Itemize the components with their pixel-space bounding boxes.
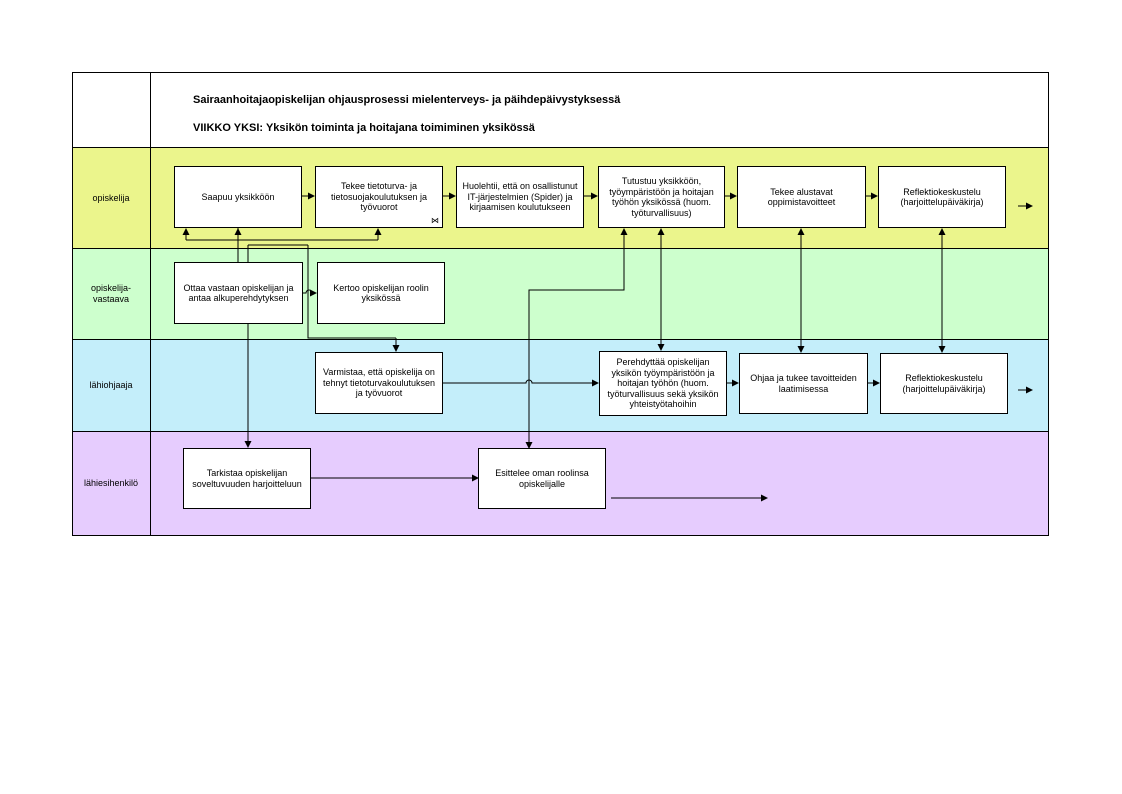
step-ohjaa[interactable]: Ohjaa ja tukee tavoitteiden laatimisessa [739,353,868,414]
step-tekee-alustavat[interactable]: Tekee alustavat oppimistavoitteet [737,166,866,228]
lane-label-lahiesihenkilo: lähiesihenkilö [83,478,139,488]
step-kertoo[interactable]: Kertoo opiskelijan roolin yksikössä [317,262,445,324]
lane-label-lahiohjaaja: lähiohjaaja [89,380,133,390]
lane-label-opiskelija-vastaava: opiskelija- vastaava [90,283,132,304]
step-reflektio-opiskelija[interactable]: Reflektiokeskustelu (harjoittelupäiväkir… [878,166,1006,228]
week-subtitle: VIIKKO YKSI: Yksikön toiminta ja hoitaja… [193,122,535,134]
header-lane [72,72,1049,148]
step-esittelee[interactable]: Esittelee oman roolinsa opiskelijalle [478,448,606,509]
step-huolehtii[interactable]: Huolehtii, että on osallistunut IT-järje… [456,166,584,228]
step-tarkistaa[interactable]: Tarkistaa opiskelijan soveltuvuuden harj… [183,448,311,509]
step-reflektio-lahiohjaaja[interactable]: Reflektiokeskustelu (harjoittelupäiväkir… [880,353,1008,414]
step-perehdyttaa[interactable]: Perehdyttää opiskelijan yksikön työympär… [599,351,727,416]
step-ottaa-vastaan[interactable]: Ottaa vastaan opiskelijan ja antaa alkup… [174,262,303,324]
diagram-title: Sairaanhoitajaopiskelijan ohjausprosessi… [193,94,621,106]
subprocess-icon: ⋈ [431,216,439,225]
lane-label-opiskelija: opiskelija [92,192,130,203]
step-varmistaa[interactable]: Varmistaa, että opiskelija on tehnyt tie… [315,352,443,414]
lane-label-divider [150,72,151,536]
step-tekee-tietoturva-label: Tekee tietoturva- ja tietosuojakoulutuks… [330,181,428,213]
step-tekee-tietoturva[interactable]: Tekee tietoturva- ja tietosuojakoulutuks… [315,166,443,228]
step-tutustuu[interactable]: Tutustuu yksikköön, työympäristöön ja ho… [598,166,725,228]
step-saapuu[interactable]: Saapuu yksikköön [174,166,302,228]
